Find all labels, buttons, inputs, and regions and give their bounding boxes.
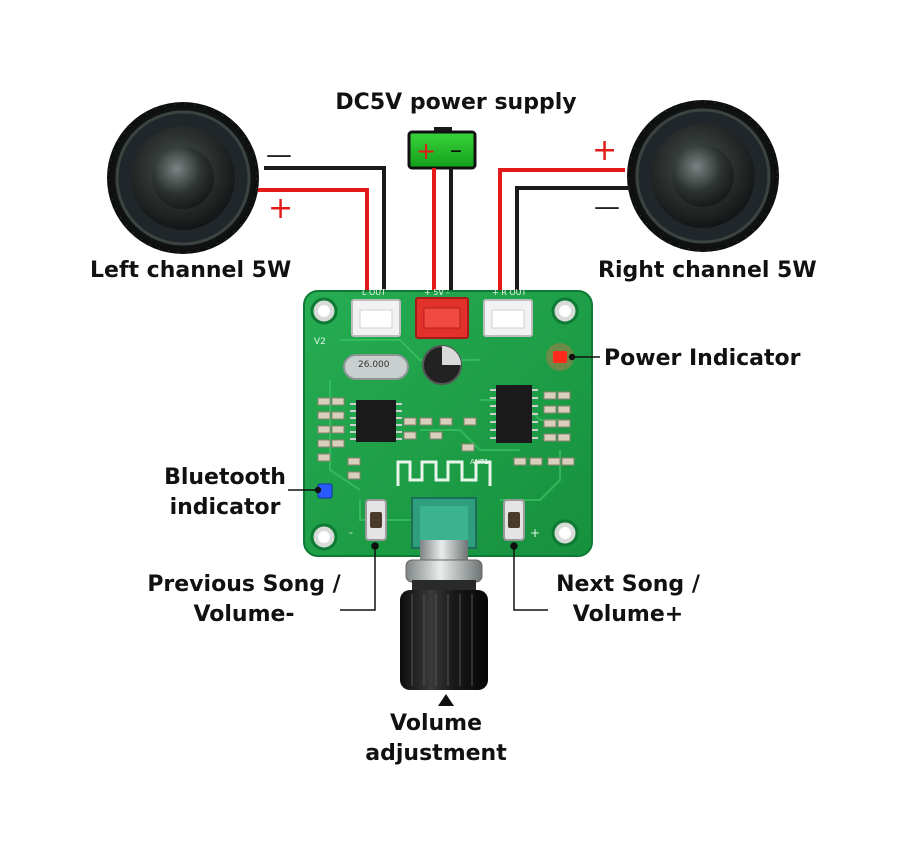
next-button[interactable]: [503, 499, 525, 541]
amplifier-chip: [490, 385, 538, 443]
next-song-label: Next Song / Volume+: [548, 570, 708, 630]
previous-button[interactable]: [365, 499, 387, 541]
right-speaker-icon: [627, 100, 779, 252]
right-out-connector: [483, 299, 533, 337]
right-minus-sign: —: [594, 192, 620, 222]
board-version-label: V2: [314, 337, 326, 347]
right-channel-label: Right channel 5W: [598, 258, 817, 283]
triangle-up-icon: [438, 694, 454, 706]
next-song-line2: Volume+: [572, 602, 684, 627]
antenna-label: ANT1: [470, 458, 489, 466]
leader-lines: [288, 353, 600, 611]
bluetooth-indicator-line2: indicator: [169, 495, 281, 520]
crystal-oscillator: [343, 354, 409, 380]
pcb-board: [303, 290, 593, 557]
previous-song-label: Previous Song / Volume-: [146, 570, 342, 630]
supply-plus-sign: +: [416, 137, 437, 165]
left-plus-sign: +: [268, 191, 294, 226]
button-minus-label: -: [349, 526, 353, 539]
button-plus-label: +: [530, 526, 541, 540]
bluetooth-chip: [350, 400, 402, 442]
potentiometer: [411, 497, 477, 549]
previous-song-line1: Previous Song /: [147, 572, 341, 597]
power-indicator-label: Power Indicator: [604, 346, 801, 371]
power-supply-label: DC5V power supply: [335, 90, 577, 115]
left-speaker-icon: [107, 102, 259, 254]
right-connector-label: + R OUT: [492, 288, 527, 297]
mounting-holes: [310, 297, 579, 551]
volume-knob[interactable]: [400, 540, 488, 690]
antenna-trace: [396, 460, 492, 486]
power-connector-label: + 5V -: [424, 288, 450, 297]
right-plus-sign: +: [592, 133, 618, 168]
volume-adjustment-label: Volume adjustment: [346, 709, 526, 769]
left-out-connector: [351, 299, 401, 337]
power-connector: [415, 297, 469, 339]
left-minus-sign: —: [266, 140, 292, 170]
left-connector-label: L OUT: [362, 288, 387, 297]
volume-adjustment-line2: adjustment: [365, 741, 507, 766]
capacitor: [422, 345, 462, 385]
volume-adjustment-line1: Volume: [390, 711, 482, 736]
battery-icon: [407, 127, 477, 170]
left-channel-label: Left channel 5W: [90, 258, 292, 283]
smd-components: [317, 391, 575, 480]
bluetooth-indicator-line1: Bluetooth: [164, 465, 286, 490]
bluetooth-indicator-label: Bluetooth indicator: [160, 463, 290, 523]
next-song-line1: Next Song /: [556, 572, 700, 597]
wires: [258, 166, 630, 300]
crystal-label: 26.000: [358, 360, 390, 370]
supply-minus-sign: –: [450, 136, 462, 164]
previous-song-line2: Volume-: [193, 602, 295, 627]
power-led: [546, 343, 574, 371]
